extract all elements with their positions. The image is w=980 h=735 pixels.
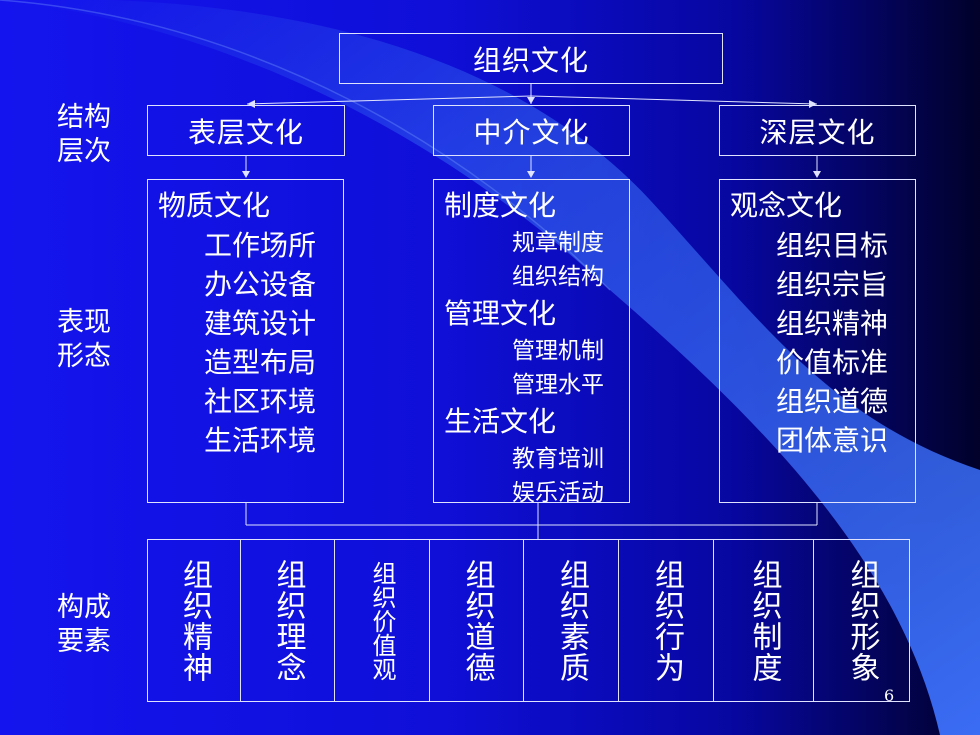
label-expression-form: 表现 形态 [57, 307, 111, 372]
deep-item: 组织宗旨 [776, 268, 889, 301]
element-cell: 组织形象 [813, 539, 910, 702]
element-cell: 组织制度 [713, 539, 814, 702]
elements-row: 组织精神 组织理念 组织价值观 组织道德 组织素质 组织行为 组织制度 组织形象 [147, 539, 910, 702]
surface-item: 造型布局 [204, 346, 317, 379]
deep-item: 组织道德 [776, 385, 889, 418]
level-label-surface: 表层文化 [187, 115, 304, 149]
deep-item: 组织目标 [776, 229, 889, 262]
element-text: 组织价值观 [368, 560, 396, 681]
content-box-deep: 观念文化 组织目标 组织宗旨 组织精神 价值标准 组织道德 团体意识 [719, 179, 916, 503]
main-title: 组织文化 [472, 43, 589, 77]
level-label-deep: 深层文化 [759, 115, 876, 149]
surface-item: 社区环境 [204, 385, 317, 418]
label-components: 构成 要素 [57, 592, 111, 657]
element-text: 组织制度 [746, 558, 782, 683]
surface-item: 工作场所 [204, 229, 317, 262]
deep-item: 组织精神 [776, 307, 889, 340]
main-title-box: 组织文化 [339, 33, 723, 84]
element-cell: 组织精神 [147, 539, 241, 702]
element-text: 组织道德 [459, 558, 495, 683]
level-box-deep: 深层文化 [719, 105, 916, 156]
page-number: 6 [884, 686, 895, 705]
middle-item: 规章制度 [512, 230, 604, 256]
surface-item: 生活环境 [204, 424, 317, 457]
level-box-surface: 表层文化 [147, 105, 345, 156]
element-cell: 组织价值观 [334, 539, 430, 702]
deep-heading: 观念文化 [730, 189, 843, 222]
level-box-middle: 中介文化 [433, 105, 630, 156]
element-cell: 组织理念 [240, 539, 335, 702]
deep-item: 价值标准 [776, 346, 889, 379]
element-text: 组织精神 [177, 558, 212, 683]
element-text: 组织形象 [844, 558, 880, 683]
middle-item: 教育培训 [512, 446, 604, 472]
middle-item: 管理机制 [512, 338, 604, 364]
element-cell: 组织行为 [618, 539, 714, 702]
middle-group-heading: 管理文化 [444, 297, 557, 330]
middle-item: 组织结构 [512, 264, 604, 290]
middle-item: 娱乐活动 [512, 480, 604, 506]
surface-item: 办公设备 [204, 268, 317, 301]
element-text: 组织理念 [270, 558, 306, 683]
deep-item: 团体意识 [776, 424, 889, 457]
element-cell: 组织素质 [523, 539, 619, 702]
content-box-surface: 物质文化 工作场所 办公设备 建筑设计 造型布局 社区环境 生活环境 [147, 179, 344, 503]
label-structure-level: 结构 层次 [57, 102, 111, 167]
middle-group-heading: 生活文化 [444, 405, 557, 438]
element-cell: 组织道德 [429, 539, 524, 702]
middle-group-heading: 制度文化 [444, 189, 557, 222]
content-box-middle: 制度文化 规章制度 组织结构 管理文化 管理机制 管理水平 生活文化 教育培训 … [433, 179, 630, 506]
surface-item: 建筑设计 [204, 307, 317, 340]
middle-item: 管理水平 [512, 372, 604, 398]
element-text: 组织行为 [649, 558, 684, 683]
surface-heading: 物质文化 [158, 189, 271, 222]
element-text: 组织素质 [554, 558, 589, 683]
level-label-middle: 中介文化 [473, 115, 590, 149]
